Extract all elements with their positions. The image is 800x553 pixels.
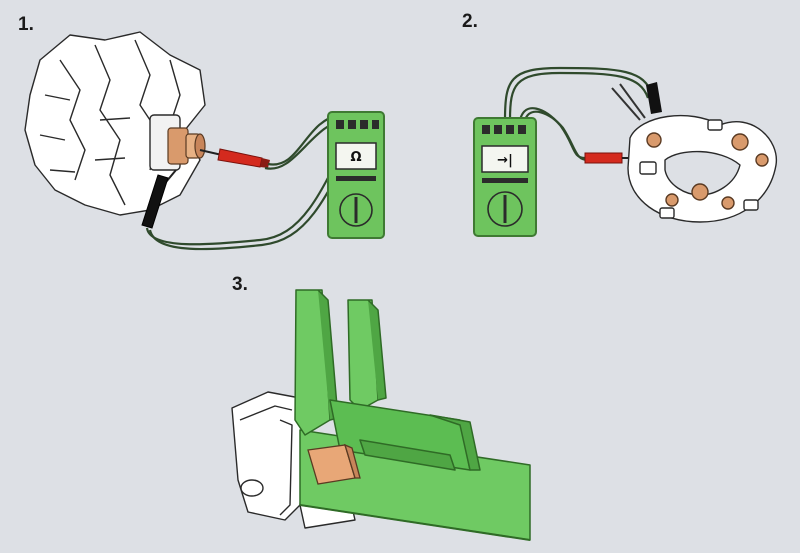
red-probe-icon xyxy=(199,148,270,168)
vernier-caliper-icon xyxy=(294,289,531,541)
diode-tester-icon: →| xyxy=(473,117,537,237)
diode-symbol: →| xyxy=(497,153,513,168)
ohmmeter-icon: Ω xyxy=(327,111,385,239)
step-2-panel: 2. →| xyxy=(462,11,777,237)
black-probe-icon xyxy=(141,169,177,229)
step-2-label: 2. xyxy=(462,11,478,32)
step-1-label: 1. xyxy=(18,14,34,35)
step-3-panel: 3. xyxy=(231,274,531,541)
ohm-symbol: Ω xyxy=(350,150,361,165)
slip-ring-contact-icon xyxy=(167,127,206,165)
brush-holder-icon xyxy=(231,391,412,529)
rectifier-plate-icon xyxy=(627,114,777,223)
test-lead-wires-2 xyxy=(503,66,654,162)
black-probe-icon-2 xyxy=(611,82,662,121)
carbon-brush-icon xyxy=(307,443,361,485)
step-3-label: 3. xyxy=(232,274,248,295)
alternator-rotor-icon xyxy=(24,31,206,216)
step-1-panel: 1. xyxy=(18,14,385,251)
